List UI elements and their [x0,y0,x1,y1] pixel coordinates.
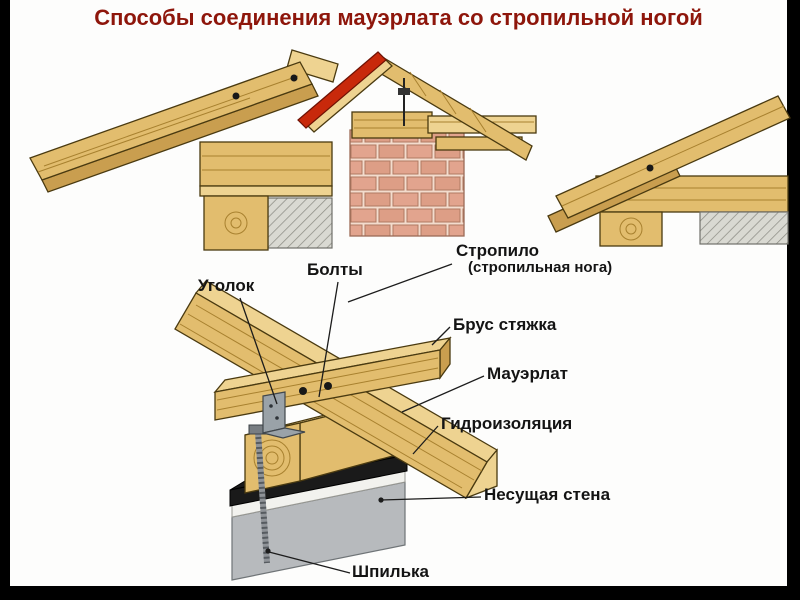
label-mauerlat: Мауэрлат [487,364,568,383]
variant2-mauerlat [351,111,433,139]
label-stropilo-sub: (стропильная нога) [468,258,613,276]
stena-leader-dot [378,497,384,503]
brus-leader-line [431,326,451,346]
ugolok-leader-line [239,297,278,405]
variant1-masonry [267,197,333,249]
shpilka-leader-line [268,551,351,574]
variant3-rafter [555,95,791,219]
variant1-post [203,195,269,251]
label-ugolok: Уголок [198,276,255,295]
variant2-roofing [297,51,387,129]
variant1-bolt-head [290,74,298,82]
page-title: Способы соединения мауэрлата со стропиль… [94,5,703,30]
variant3-masonry [699,211,789,245]
label-brus-styazhka: Брус стяжка [453,315,557,334]
stena-leader-line [380,496,482,501]
label-stropilo: Стропило (стропильная нога) [456,242,612,276]
variant2-nut [398,88,410,95]
shpilka-leader-dot [265,548,271,554]
variant1-bolt-head [232,92,240,100]
variant3-bolt-head [646,164,654,172]
left-border [0,0,10,600]
main-connection-diagram [174,263,498,581]
variant1-beam [199,141,333,187]
bolty-leader-line [318,281,339,398]
mauerlat-leader-line [401,375,485,413]
variant3-post [599,211,663,247]
bottom-border [0,586,800,600]
connection-variant-1-drawing [29,49,339,251]
label-nesushchaya-stena: Несущая стена [484,485,611,504]
bolt-head [299,387,307,395]
variant1-plank [199,185,333,197]
stropilo-leader-line [347,263,453,303]
label-stropilo-main: Стропило [456,241,540,260]
label-gidroizolyaciya: Гидроизоляция [441,414,573,433]
connection-variant-3-drawing [547,95,791,247]
angle-bracket [262,391,306,439]
leader-lines [239,263,485,574]
label-bolty: Болты [307,260,363,279]
label-shpilka: Шпилька [352,562,430,581]
variant1-top-board [286,49,339,83]
bolt-head [324,382,332,390]
right-border [787,0,800,600]
connection-variant-2-drawing [297,51,537,237]
gidro-leader-line [412,425,439,455]
